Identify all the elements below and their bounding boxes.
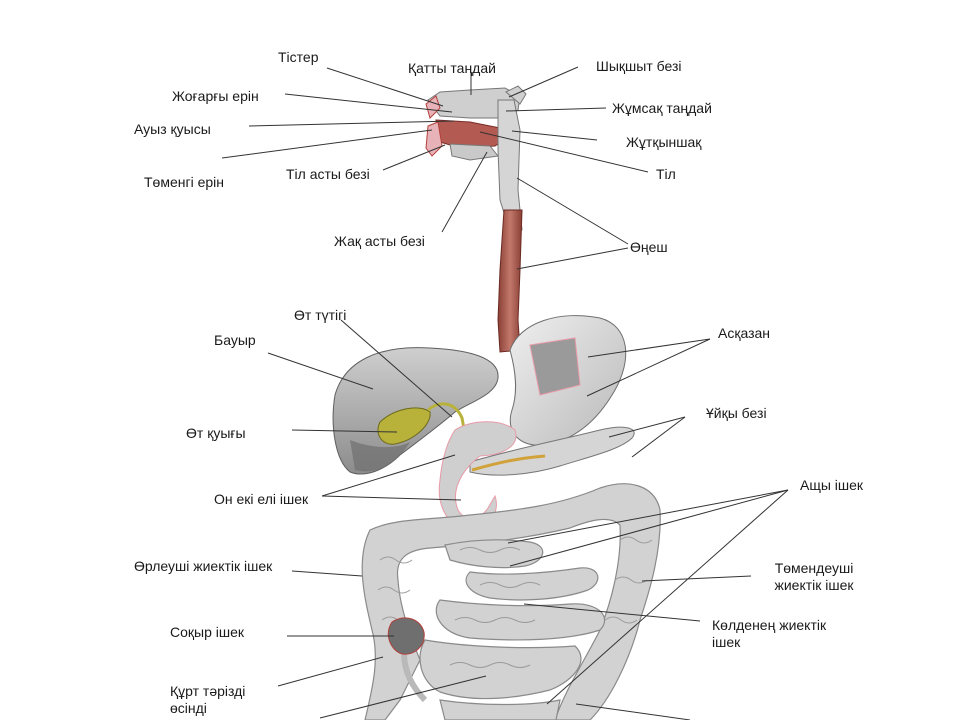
label-lower-lip: Төменгі ерін [144,174,225,190]
label-liver: Бауыр [214,332,256,348]
appendix-shape [401,654,428,703]
cecum-shape [387,617,425,655]
label-sublingual-gland: Тіл асты безі [286,166,370,182]
leader-lines [221,66,789,720]
label-appendix: Құрт тәрізді өсінді [170,683,246,716]
label-upper-lip: Жоғарғы ерін [172,88,259,104]
label-bile-duct: Өт түтігі [294,307,347,323]
label-stomach: Асқазан [718,325,771,341]
label-descending-colon: Төмендеуші жиектік ішек [774,560,854,593]
label-tongue: Тіл [656,166,676,182]
label-submandibular-gland: Жақ асты безі [334,233,425,249]
label-teeth: Тістер [278,49,319,65]
label-duodenum: Он екі елі ішек [214,491,309,507]
label-pharynx: Жұтқыншақ [626,134,702,150]
label-esophagus: Өңеш [630,239,668,255]
esophagus-shape [497,209,523,353]
label-pancreas: Ұйқы безі [706,405,767,421]
label-soft-palate: Жұмсақ таңдай [612,100,712,116]
label-oral-cavity: Ауыз қуысы [134,121,211,137]
label-transverse-colon: Көлденең жиектік ішек [712,617,827,650]
label-parotid-gland: Шықшыт безі [596,58,682,74]
label-gallbladder: Өт қуығы [186,425,246,441]
label-cecum: Соқыр ішек [170,624,245,640]
label-ascending-colon: Өрлеуші жиектік ішек [134,558,273,574]
pancreas-shape [469,426,635,476]
label-hard-palate: Қатты таңдай [408,60,496,76]
label-small-intestine: Ащы ішек [800,477,864,493]
gallbladder-shape [377,407,431,445]
intestines [361,483,661,720]
